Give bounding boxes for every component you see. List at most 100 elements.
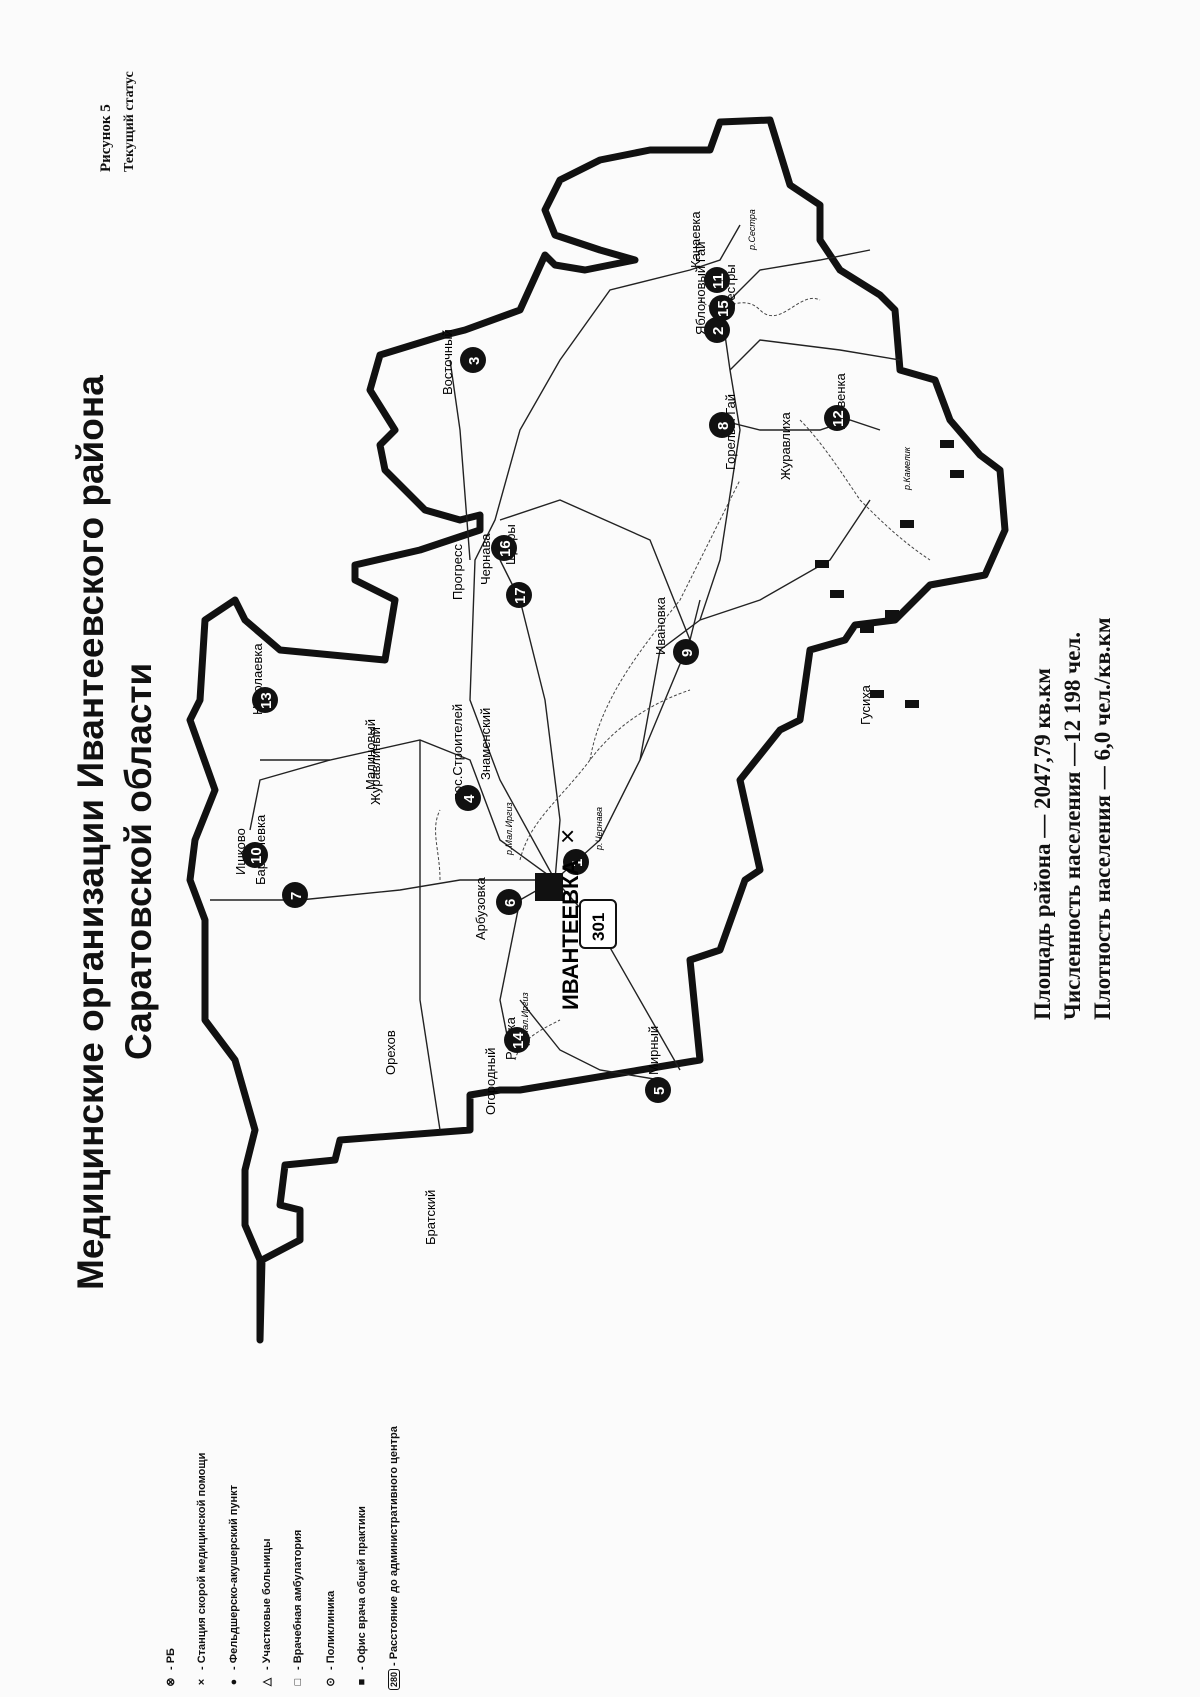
marker-number: 6 <box>502 899 519 907</box>
paramedic-point-icon <box>645 1077 671 1103</box>
forest-patch <box>885 610 899 618</box>
marker-number: 4 <box>461 794 478 803</box>
paramedic-point-icon <box>506 582 532 608</box>
fap-marker: 10 <box>242 842 268 868</box>
marker-number: 9 <box>679 649 696 657</box>
paramedic-point-icon <box>282 882 308 908</box>
rivers-layer <box>435 297 931 1061</box>
marker-number: 14 <box>510 1032 527 1049</box>
paramedic-point-icon <box>709 295 735 321</box>
paramedic-point-icon <box>704 317 730 343</box>
road <box>639 599 701 761</box>
forest-patch <box>905 700 919 708</box>
settlement-label: пос.Строителей <box>450 704 465 800</box>
road <box>260 739 556 881</box>
paramedic-point-icon <box>704 267 730 293</box>
fap-marker: 17 <box>506 582 532 608</box>
road <box>249 759 331 831</box>
gp-office-icon <box>535 873 563 901</box>
settlement-label: Чернава <box>478 533 493 585</box>
paramedic-point-icon <box>460 347 486 373</box>
river <box>799 419 931 561</box>
paramedic-point-icon <box>709 412 735 438</box>
river <box>519 689 691 861</box>
road <box>554 879 681 1071</box>
marker-number: 10 <box>248 847 265 864</box>
river <box>589 479 741 761</box>
district-boundary <box>186 116 1009 1344</box>
forest-patch <box>870 690 884 698</box>
river-label: р.Мал.Иргиз <box>504 802 514 856</box>
fap-marker: 3 <box>460 347 486 373</box>
fap-marker: 4 <box>455 785 481 811</box>
fap-marker: 1 <box>563 849 589 875</box>
paramedic-point-icon <box>496 889 522 915</box>
road <box>499 499 691 641</box>
marker-number: 11 <box>710 273 727 289</box>
road <box>699 499 871 621</box>
paramedic-point-icon <box>455 785 481 811</box>
settlement-label: Арбузовка <box>473 877 488 940</box>
settlement-label: Мирный <box>646 1026 661 1075</box>
fap-marker: 6 <box>496 889 522 915</box>
marker-number: 5 <box>651 1087 668 1095</box>
marker-number: 17 <box>512 587 529 604</box>
fap-marker: 2 <box>704 317 730 343</box>
marker-number: 1 <box>569 859 586 867</box>
forest-patch <box>940 440 954 448</box>
settlement-label: Журавлиха <box>778 412 793 480</box>
river-label: р.Мал.Иргиз <box>520 992 530 1046</box>
fap-marker: 13 <box>252 687 278 713</box>
marker-number: 12 <box>830 410 847 427</box>
ivanteevka-center: ИВАНТЕЕВКА 301 <box>535 860 617 1010</box>
road <box>554 299 741 881</box>
settlement-labels: ВосточныйПрогрессЧернаваЩигрыНиколаевкап… <box>233 209 912 1245</box>
marker-number: 7 <box>288 892 305 900</box>
fap-marker: 11 <box>704 267 730 293</box>
river-label: р.Сестра <box>747 209 757 251</box>
settlement-label: Огородный <box>483 1048 498 1115</box>
fap-marker: 16 <box>491 535 517 561</box>
paramedic-point-icon <box>824 405 850 431</box>
paramedic-point-icon <box>563 849 589 875</box>
settlement-label: Братский <box>423 1190 438 1245</box>
ambulance-station-icon: × <box>560 821 575 851</box>
settlement-label: Ивановка <box>653 596 668 655</box>
settlement-label: Восточный <box>440 329 455 395</box>
paramedic-point-icon <box>504 1027 530 1053</box>
forest-patch <box>900 520 914 528</box>
fap-marker: 14 <box>504 1027 530 1053</box>
marker-number: 8 <box>715 422 732 430</box>
road <box>210 879 555 901</box>
roads-layer <box>210 224 901 1131</box>
settlement-label: Малиновый <box>363 719 378 790</box>
forest-patch <box>815 560 829 568</box>
marker-number: 15 <box>715 300 732 317</box>
river <box>514 1019 561 1061</box>
settlement-label: Яблоновый Гай <box>693 241 708 335</box>
settlement-label: Ишково <box>233 828 248 875</box>
forest-patch <box>860 625 874 633</box>
forest-patch <box>830 590 844 598</box>
paramedic-point-icon <box>242 842 268 868</box>
river-label: р.Камелик <box>902 446 912 491</box>
distance-box <box>579 899 617 949</box>
forest-patch <box>950 470 964 478</box>
paramedic-point-icon <box>252 687 278 713</box>
fap-marker: 12 <box>824 405 850 431</box>
settlement-label: Орехов <box>383 1030 398 1075</box>
road <box>449 359 471 561</box>
center-label: ИВАНТЕЕВКА <box>558 860 583 1010</box>
fap-marker: 5 <box>645 1077 671 1103</box>
marker-number: 16 <box>497 540 514 557</box>
road <box>469 224 741 881</box>
marker-number: 2 <box>710 327 727 335</box>
river <box>435 809 441 881</box>
fap-marker: 7 <box>282 882 308 908</box>
fap-marker: 15 <box>709 295 735 321</box>
settlement-label: Прогресс <box>450 543 465 600</box>
road <box>729 339 901 371</box>
